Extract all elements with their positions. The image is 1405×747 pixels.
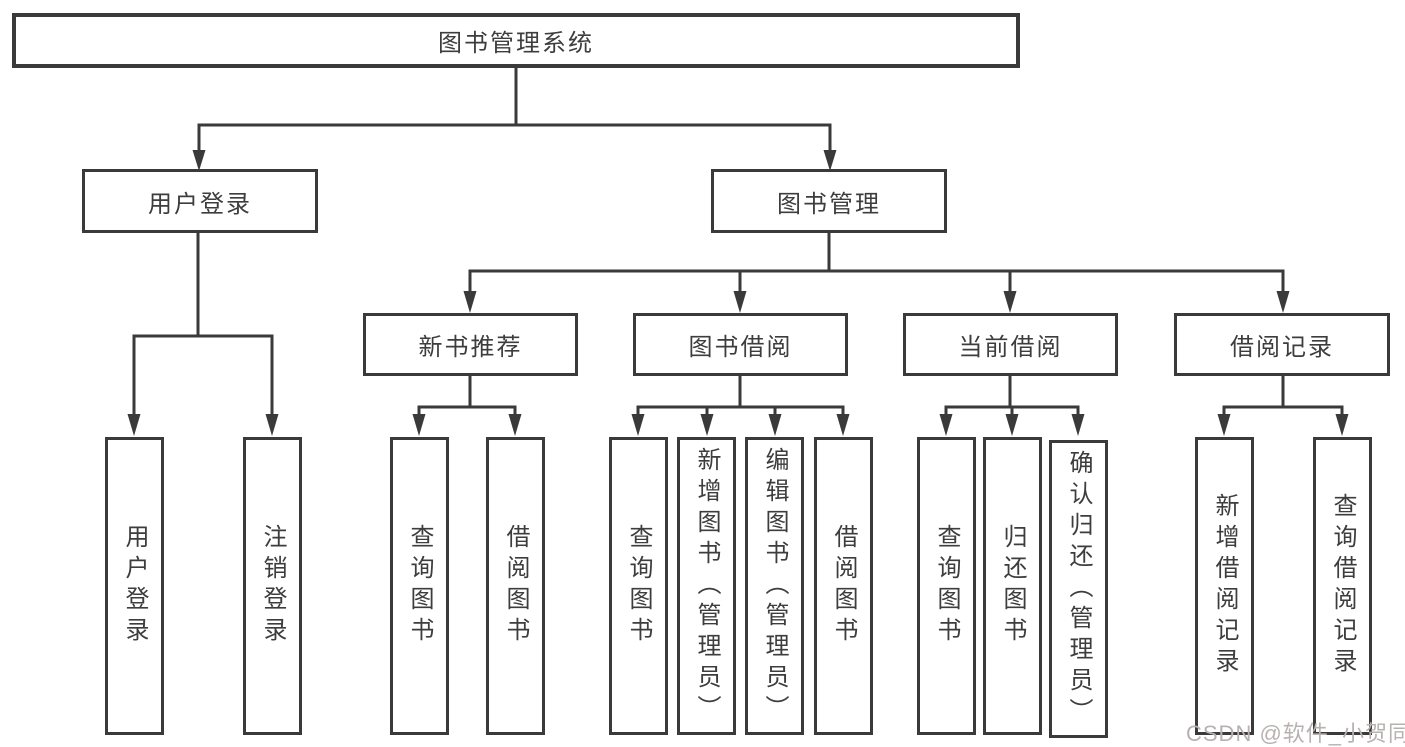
leaf-query-books-3: 查询图书 (917, 437, 976, 735)
edge-new-books-children (412, 376, 522, 436)
node-book-mgmt: 图书管理 (711, 169, 947, 233)
edge-user-login-children (127, 232, 279, 436)
edge-book-borrow-children (631, 376, 850, 436)
node-current-borrow: 当前借阅 (903, 313, 1118, 376)
leaf-add-book: 新增图书（管理员） (677, 437, 736, 735)
node-borrow-records: 借阅记录 (1174, 313, 1390, 376)
leaf-borrow-books-2: 借阅图书 (814, 437, 873, 735)
edge-book-mgmt-children (463, 232, 1290, 313)
leaf-edit-book: 编辑图书（管理员） (745, 437, 804, 735)
edge-borrow-records-children (1217, 376, 1349, 436)
node-new-books: 新书推荐 (363, 313, 578, 376)
node-user-login: 用户登录 (82, 169, 318, 233)
leaf-query-books-1: 查询图书 (390, 437, 449, 735)
leaf-query-books-2: 查询图书 (609, 437, 668, 735)
leaf-return-book: 归还图书 (983, 437, 1042, 735)
edge-current-borrow-children (939, 376, 1085, 436)
leaf-confirm-return: 确认归还（管理员） (1049, 440, 1108, 738)
edge-root-to-level2 (192, 67, 837, 171)
leaf-logout: 注销登录 (243, 437, 302, 735)
leaf-query-record: 查询借阅记录 (1313, 437, 1372, 735)
csdn-watermark: CSDN @软件_小贺同学 (1186, 721, 1405, 746)
leaf-borrow-books-1: 借阅图书 (486, 437, 545, 735)
leaf-add-record: 新增借阅记录 (1195, 437, 1254, 735)
node-book-borrow: 图书借阅 (633, 313, 848, 376)
node-root: 图书管理系统 (12, 13, 1020, 68)
leaf-user-login: 用户登录 (105, 437, 164, 735)
